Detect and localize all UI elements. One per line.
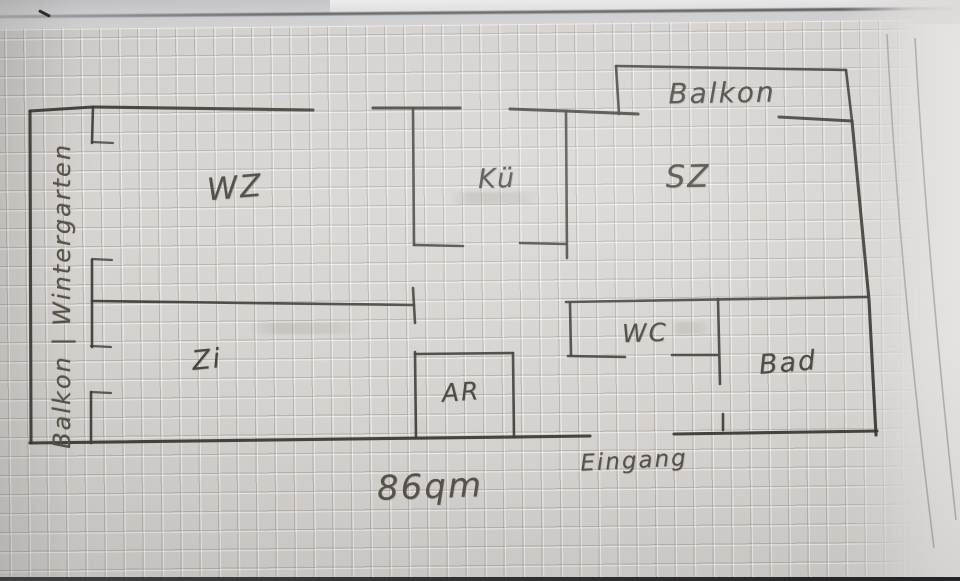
door-tick-4 (89, 390, 113, 395)
door-tick-3 (89, 344, 113, 349)
wall-wintergarten-top (28, 105, 95, 113)
margin-line-2 (914, 37, 957, 521)
wall-bottom-left (28, 434, 592, 445)
wall-bad-left (716, 297, 722, 386)
door-tick-2 (90, 257, 114, 262)
wall-top-kueche (508, 107, 568, 113)
room-label-sz: SZ (665, 158, 711, 196)
wall-wc-bottom-left (566, 354, 627, 359)
total-area-label: 86qm (376, 465, 484, 509)
wall-kueche-right (564, 109, 569, 260)
wall-balkon-left (614, 64, 621, 116)
wall-ar-left (413, 350, 418, 440)
photo-bottom-edge (0, 577, 960, 581)
wall-ar-right (511, 351, 516, 439)
erased-pencil-smudge-zi (248, 322, 363, 334)
room-label-wc: WC (621, 317, 669, 349)
room-label-ar: AR (440, 376, 482, 408)
wall-balkon-top (614, 64, 848, 72)
wall-outer-left (28, 109, 33, 445)
wall-wintergarten-inner-1 (90, 105, 95, 145)
wall-wz-zi-divider (90, 299, 416, 307)
wall-top-wz (91, 105, 315, 112)
wall-ar-top (413, 351, 515, 356)
wall-top-sz-right (777, 115, 854, 123)
wall-wc-left (568, 301, 573, 357)
wall-sz-bottom (564, 295, 869, 304)
door-tick-1 (90, 140, 115, 145)
room-label-balkon-wintergarten: Balkon | Wintergarten (48, 143, 76, 449)
wall-kueche-bottom-left (412, 243, 465, 248)
erased-pencil-smudge-kueche (450, 192, 540, 204)
room-label-kueche: Kü (477, 162, 517, 196)
wall-kueche-left (411, 106, 416, 247)
room-label-bad: Bad (757, 345, 819, 381)
room-label-balkon: Balkon (668, 75, 776, 111)
wall-kueche-bottom-right (518, 241, 568, 246)
margin-line-1 (886, 33, 935, 549)
wall-outer-right (850, 119, 878, 437)
room-label-zi: Zi (190, 343, 224, 377)
wall-top-sz-left (564, 109, 640, 116)
wall-balkon-right (844, 68, 854, 123)
room-label-wz: WZ (205, 167, 265, 209)
wall-bottom-right (672, 429, 879, 436)
page-edge-area (890, 24, 960, 581)
wall-hall-left-stub (411, 286, 417, 325)
erased-pencil-smudge-wc (670, 322, 710, 334)
